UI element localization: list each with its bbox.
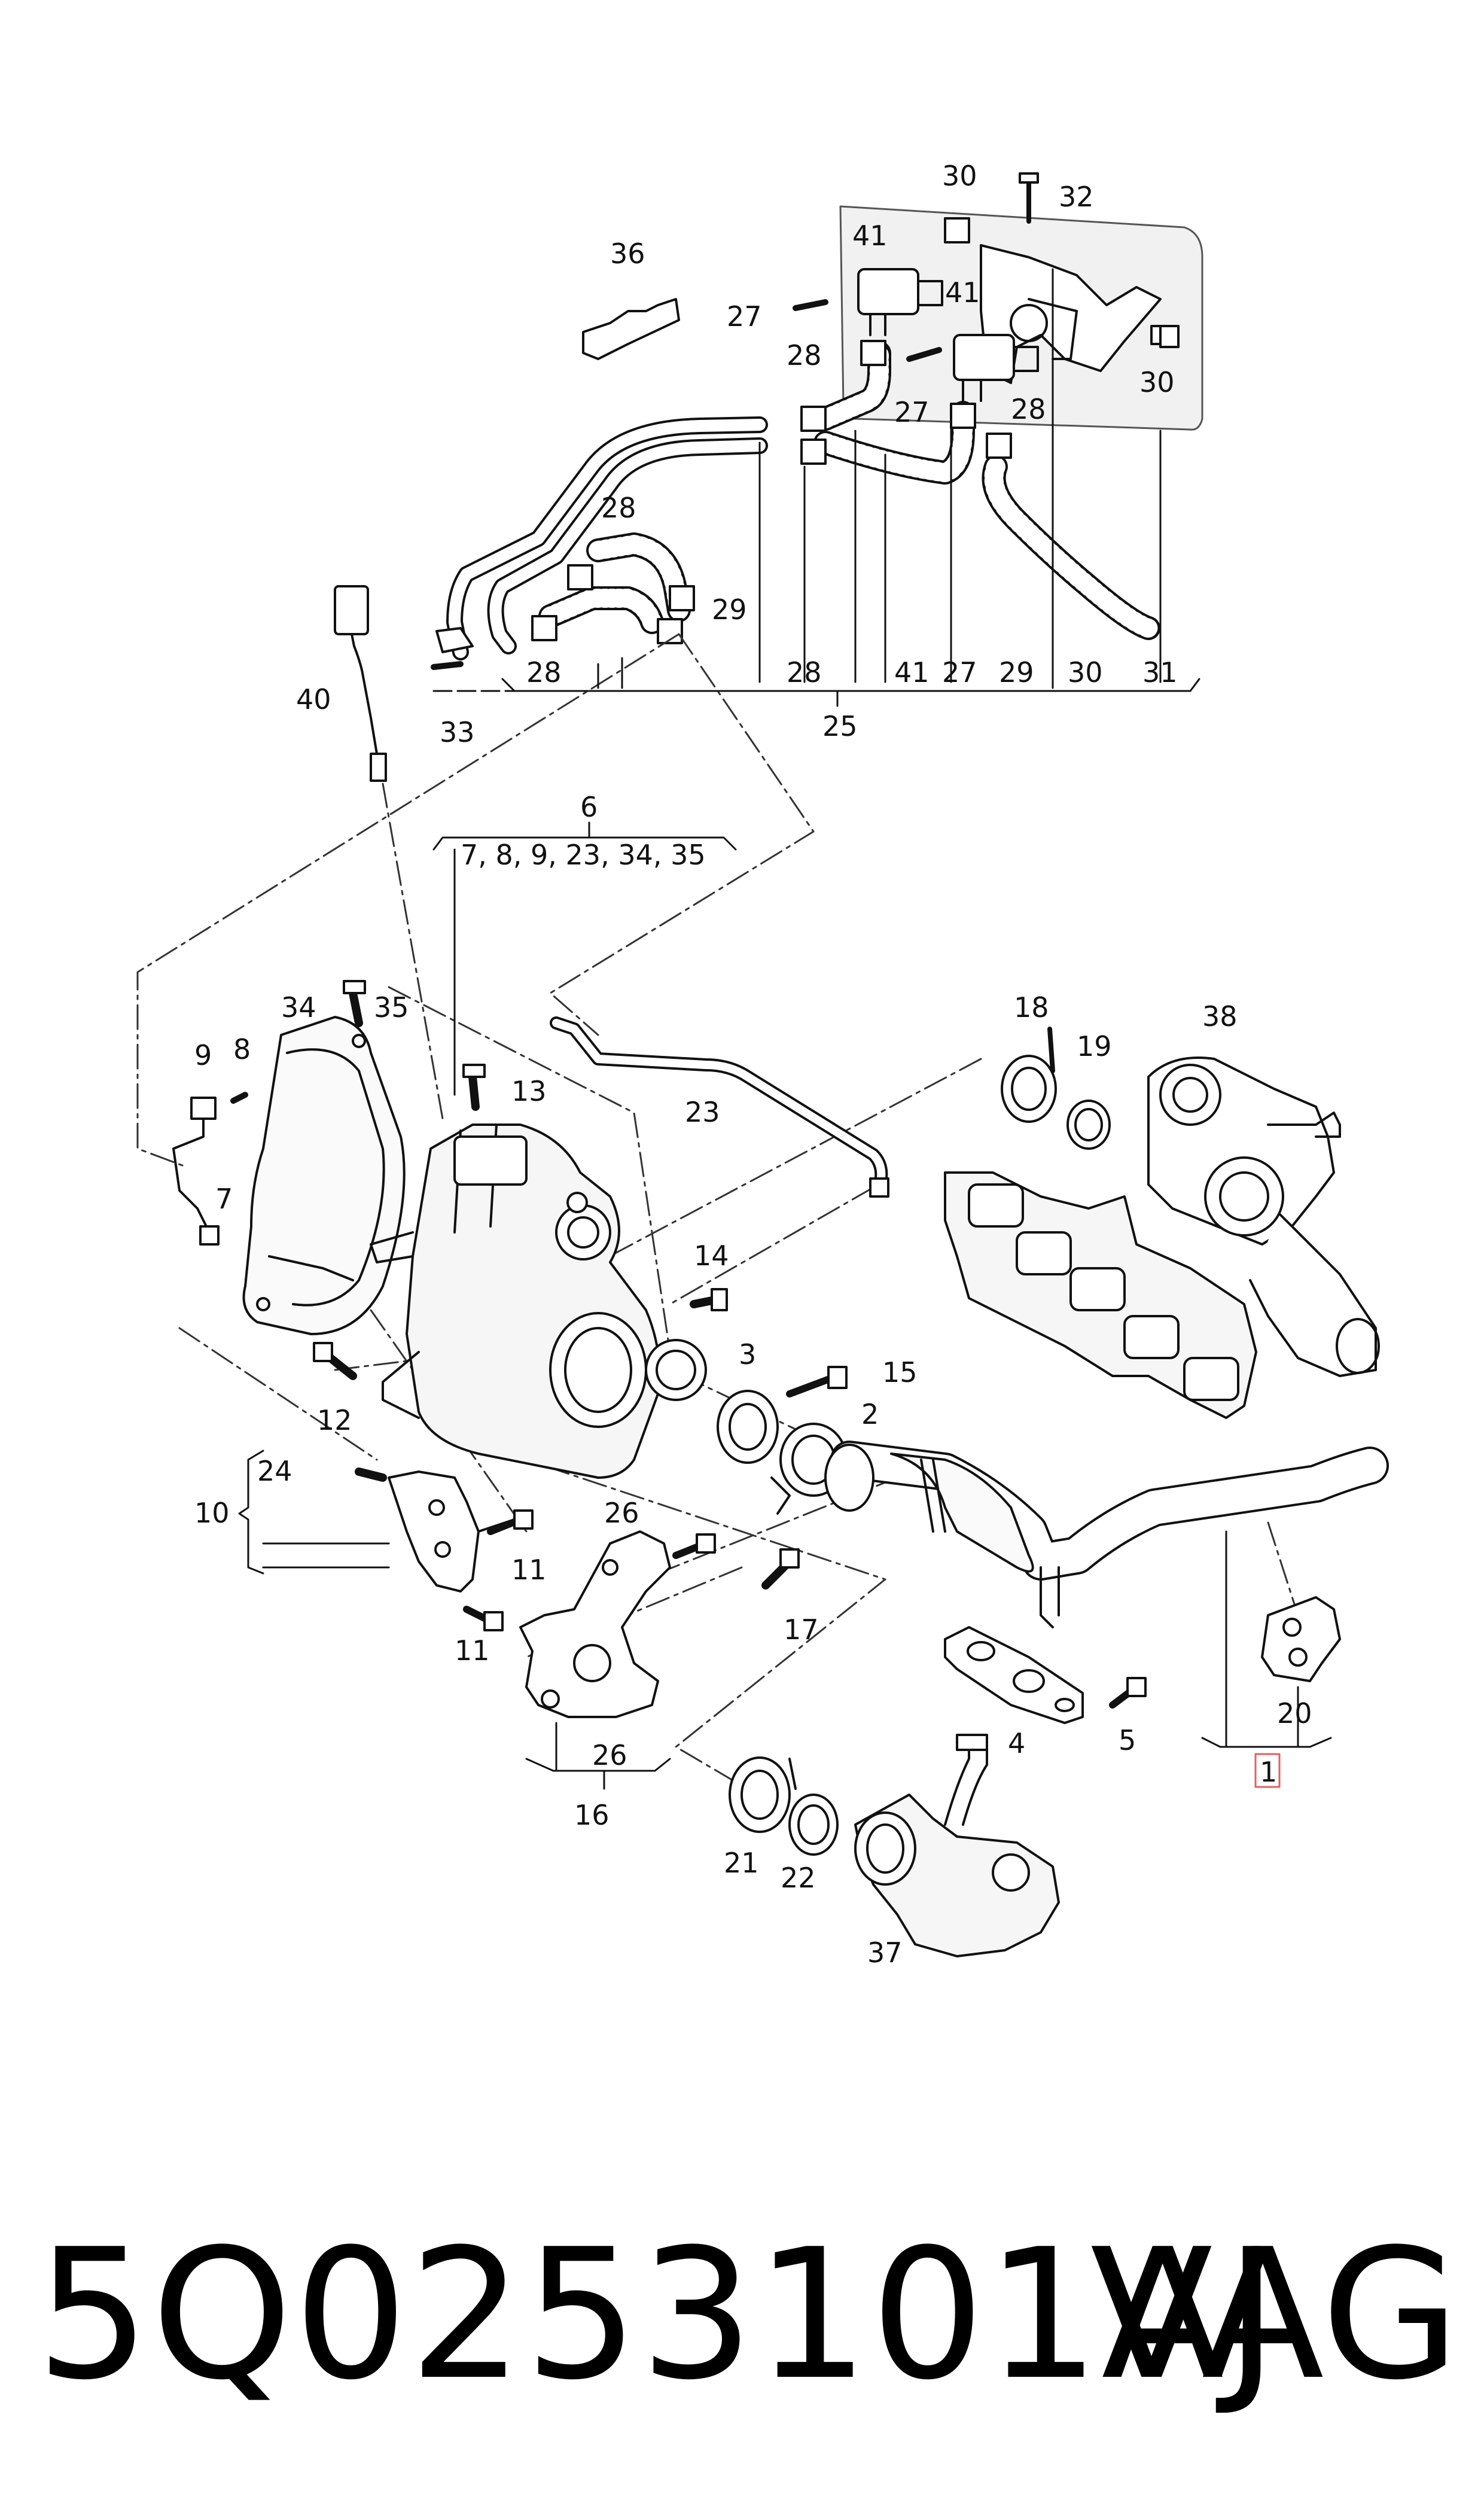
callout-34: 34: [281, 991, 316, 1024]
pressure-sensor-41-right: [953, 334, 1039, 402]
callout-27-bottom: 27: [942, 656, 977, 689]
callout-24: 24: [257, 1455, 292, 1487]
callout-9: 9: [194, 1039, 212, 1071]
callout-41-left: 41: [852, 220, 888, 252]
bolt-14: [690, 1288, 728, 1311]
callout-25: 25: [822, 710, 858, 742]
clamp-18: [1001, 1027, 1057, 1123]
callout-30-bottom: 30: [1068, 656, 1103, 689]
callout-6-list: 7, 8, 9, 23, 34, 35: [461, 839, 706, 871]
callout-27-right: 27: [894, 396, 930, 428]
callout-10: 10: [194, 1497, 230, 1529]
callout-26-lower: 26: [592, 1739, 627, 1771]
group-10-brace: [238, 1450, 390, 1575]
callout-16: 16: [574, 1799, 610, 1831]
callout-22: 22: [781, 1862, 816, 1894]
gasket-22: [788, 1794, 839, 1856]
callout-11-lower: 11: [455, 1634, 490, 1667]
callout-6: 6: [580, 791, 598, 823]
callout-28-bottom: 28: [787, 656, 822, 689]
callout-31: 31: [1142, 656, 1178, 689]
callout-26-upper: 26: [604, 1497, 639, 1529]
temperature-sensor-40: [334, 585, 387, 782]
callout-17: 17: [784, 1613, 819, 1646]
callout-3: 3: [739, 1338, 756, 1371]
bolt-17: [761, 1548, 800, 1590]
catalytic-converter-dpf: [370, 1123, 707, 1479]
exhaust-system-exploded-diagram: 30 32 36 41 41 27 28 27 28 30 28 29 28 4…: [136, 160, 1389, 1969]
callout-14: 14: [694, 1240, 729, 1272]
callout-11-upper: 11: [511, 1554, 547, 1586]
front-exhaust-pipe-1: [824, 1441, 1389, 1628]
callout-36: 36: [610, 238, 645, 270]
callout-28-upper: 28: [787, 339, 822, 372]
bolt-15: [786, 1366, 848, 1397]
callout-1: 1: [1260, 1756, 1277, 1788]
turbocharger-38: [944, 1056, 1380, 1419]
pressure-sensor-41-left: [857, 268, 943, 336]
callout-7: 7: [215, 1183, 233, 1215]
flange-gasket-4: [944, 1626, 1084, 1724]
callout-30-right: 30: [1139, 366, 1175, 398]
callout-37: 37: [867, 1937, 903, 1969]
sensor-7: [172, 1092, 248, 1246]
callout-28-low: 28: [526, 656, 562, 689]
egr-pipe-37: [854, 1734, 1060, 1957]
group-1-brace: [1201, 1530, 1332, 1748]
bolt-24: [355, 1467, 387, 1482]
callout-29: 29: [712, 593, 747, 626]
callout-32: 32: [1059, 181, 1094, 213]
callout-5: 5: [1119, 1724, 1136, 1756]
bracket-16: [519, 1530, 671, 1718]
callout-19: 19: [1077, 1030, 1112, 1062]
callout-21: 21: [724, 1847, 759, 1879]
bolt-32: [1019, 172, 1039, 224]
callout-15: 15: [882, 1356, 918, 1389]
callout-35: 35: [374, 991, 409, 1024]
callout-23: 23: [685, 1096, 720, 1128]
callout-27-left: 27: [727, 300, 762, 333]
bracket-6: [432, 821, 737, 1096]
bolt-13: [462, 1064, 486, 1111]
group-16-brace: [525, 1722, 671, 1790]
callout-28-right: 28: [1011, 393, 1046, 425]
callout-18: 18: [1014, 991, 1049, 1024]
bolts-11: [463, 1509, 534, 1631]
callout-41-bottom: 41: [894, 656, 930, 689]
callout-30-top: 30: [942, 160, 977, 192]
metal-pipes: [435, 416, 768, 660]
clip-30-top: [944, 217, 1180, 348]
callout-40: 40: [296, 683, 331, 715]
gasket-3: [717, 1390, 779, 1464]
bolt-35: [343, 980, 366, 1027]
hose-clamps-28: [531, 340, 1012, 644]
callout-2: 2: [861, 1398, 879, 1430]
group-25-leaders: [432, 268, 1200, 707]
bolt-12: [313, 1342, 357, 1380]
callout-4: 4: [1008, 1727, 1025, 1759]
pipe-23: [550, 1016, 889, 1198]
bracket-20: [1261, 1596, 1341, 1682]
pipe-clip-36: [582, 298, 680, 360]
clamp-21: [729, 1756, 797, 1833]
bolt-5: [1109, 1677, 1147, 1709]
highlight-box-1: [1254, 1753, 1281, 1788]
brand-label: VAG: [1090, 2211, 1460, 2419]
callout-28-mid: 28: [601, 492, 636, 524]
part-number: 5Q0253101AJ: [36, 2211, 1279, 2419]
callout-29-bottom: 29: [999, 656, 1034, 689]
callout-8: 8: [233, 1033, 251, 1065]
callout-38: 38: [1202, 1000, 1238, 1033]
gasket-19: [1066, 1100, 1111, 1150]
callout-labels: 30 32 36 41 41 27 28 27 28 30 28 29 28 4…: [194, 160, 1312, 1969]
callout-12: 12: [317, 1404, 352, 1436]
callout-33: 33: [440, 716, 475, 748]
callout-13: 13: [511, 1075, 547, 1107]
heat-shield-34: [242, 1016, 406, 1335]
bolts-27: [431, 299, 942, 670]
bolt-26: [672, 1533, 716, 1559]
callout-41-right: 41: [945, 276, 980, 309]
callout-20: 20: [1277, 1697, 1312, 1730]
